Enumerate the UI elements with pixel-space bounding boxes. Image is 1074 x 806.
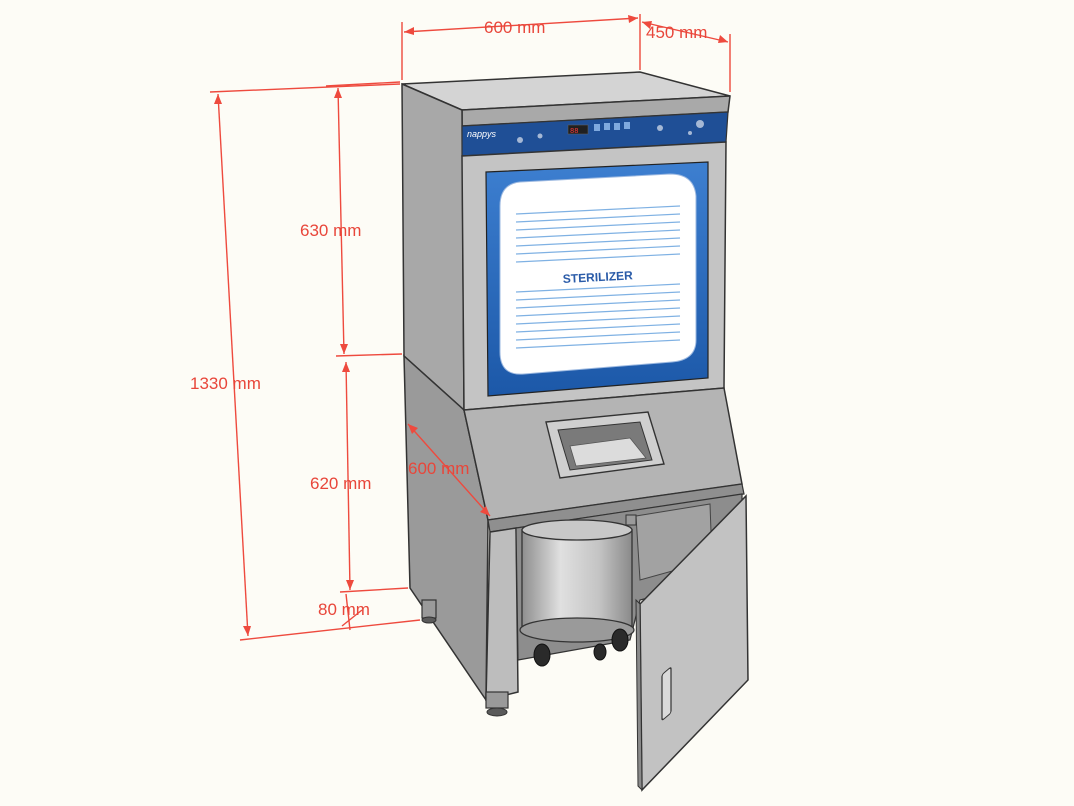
dim-depth-top: 450 mm [641,21,731,92]
dim-lower-height-label: 620 mm [310,474,371,493]
dim-base-depth: 600 mm [407,423,491,517]
dim-base-depth-label: 600 mm [408,459,469,478]
chute-inner [569,437,647,467]
dim-depth-top-label: 450 mm [646,23,707,42]
upper-left-side [401,82,465,412]
cabinet: nappys 88 [401,71,749,792]
dim-lower-height: 620 mm [310,361,409,593]
dim-upper-height-label: 630 mm [300,221,361,240]
dim-total-height: 1330 mm [190,83,421,641]
lower-door-edge [635,598,643,792]
cabinet-legs [421,599,509,717]
display-readout [567,124,589,135]
dim-total-height-label: 1330 mm [190,374,261,393]
display-digits: 88 [570,128,578,136]
counter-lip [487,483,745,533]
screen-lines [515,205,681,349]
dim-leg-height-label: 80 mm [318,600,370,619]
dim-width-top-label: 600 mm [484,18,545,37]
panel-decoration [517,120,704,143]
dim-upper-height: 630 mm [300,81,403,357]
waste-bucket [519,514,637,643]
dim-width-top: 600 mm [401,14,641,80]
brand-logo: nappys [467,129,497,139]
dim-leg-height: 80 mm [318,593,370,631]
control-buttons [594,122,630,131]
lower-left-side [403,354,489,703]
door-handle [661,667,672,721]
bucket-wheels [533,628,629,667]
dimension-annotations: 600 mm 450 mm 1330 mm 630 mm [190,14,731,641]
screen-label: STERILIZER [562,268,633,286]
lower-front-pillar [485,527,519,701]
